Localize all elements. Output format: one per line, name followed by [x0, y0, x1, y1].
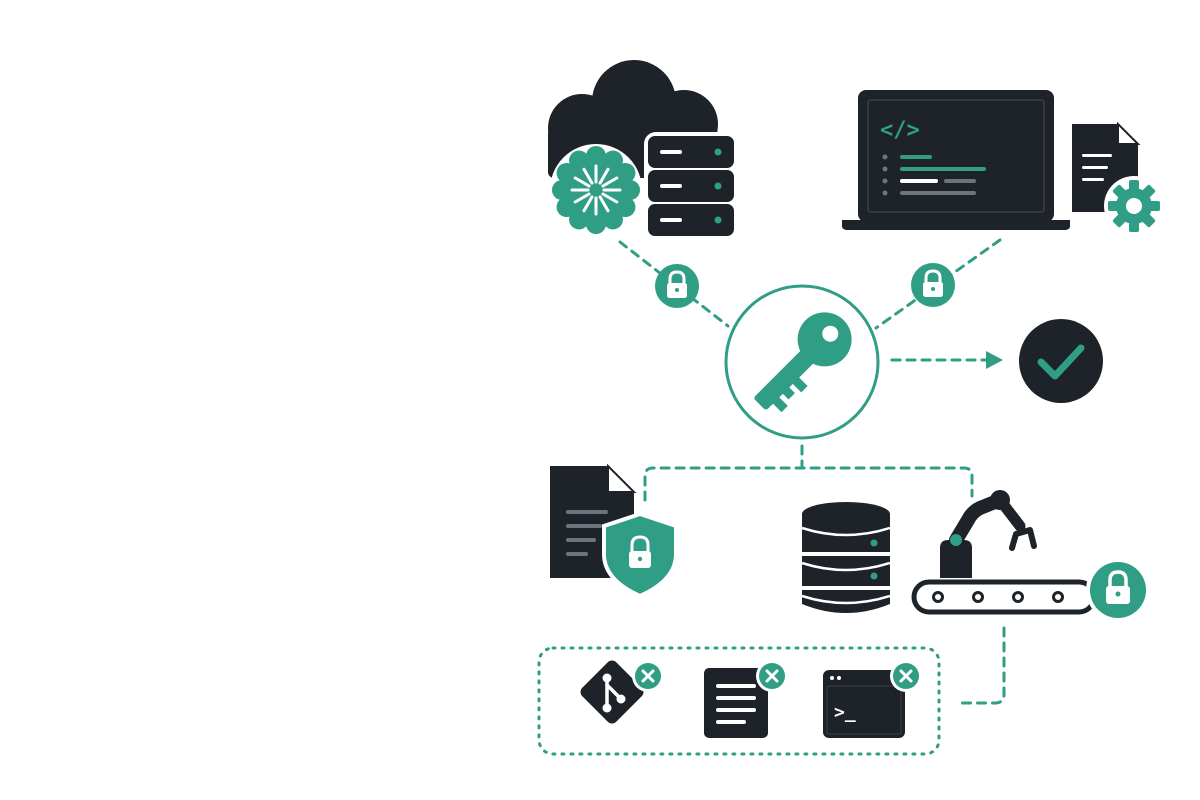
- protected-document-group: [550, 463, 678, 599]
- automation-group: [911, 490, 1150, 622]
- burst-ray: [582, 195, 594, 213]
- shield-lock-icon: [602, 511, 678, 599]
- git-icon: [580, 660, 664, 724]
- database-icon: [801, 502, 891, 613]
- workstation-group: </>: [842, 90, 1164, 236]
- burst-ray: [582, 167, 594, 185]
- badge-scallop: [615, 197, 636, 217]
- padlock-icon: [1086, 558, 1150, 622]
- gear-badge-icon: [550, 144, 642, 236]
- badge-scallop: [586, 146, 606, 166]
- terminal-prompt: >_: [834, 702, 856, 723]
- badge-scallop: [569, 209, 589, 230]
- badge-scallop: [615, 163, 636, 183]
- lock-badge-left: [655, 264, 699, 308]
- blocked-sources-group: >_: [537, 646, 941, 756]
- burst-ray: [598, 195, 610, 213]
- badge-scallop: [586, 214, 606, 234]
- checkmark-icon: [1019, 319, 1103, 403]
- badge-scallop: [556, 197, 577, 217]
- laptop-icon: </>: [842, 90, 1070, 230]
- badge-scallop: [603, 150, 623, 171]
- code-lines: [882, 154, 986, 196]
- badge-scallop: [620, 180, 640, 200]
- cloud-server-group: [548, 60, 738, 242]
- x-badge-icon: [632, 660, 664, 692]
- connector-conveyor-to-blocked: [956, 626, 1006, 705]
- code-brackets-icon: </>: [880, 118, 920, 143]
- badge-scallop: [556, 163, 577, 183]
- x-badge-icon: [756, 660, 788, 692]
- burst-ray: [601, 176, 619, 188]
- badge-scallop: [552, 180, 572, 200]
- burst-ray: [601, 192, 619, 204]
- key-hub: [724, 284, 880, 440]
- burst-ray: [573, 192, 591, 204]
- burst-ray: [573, 176, 591, 188]
- server-rack-icon: [644, 132, 738, 242]
- lock-badge-right: [911, 263, 955, 307]
- burst-ray: [598, 167, 610, 185]
- gear-icon: [1104, 176, 1164, 236]
- blocked-sources-frame: [537, 646, 941, 756]
- conveyor-belt-icon: [911, 579, 1097, 615]
- arrowhead-to-check: [986, 351, 1003, 369]
- x-badge-icon: [890, 660, 922, 692]
- terminal-icon: >_: [823, 660, 922, 738]
- key-icon: [754, 312, 852, 413]
- connector-branch-bottom: [643, 466, 974, 502]
- text-file-icon: [704, 660, 788, 738]
- badge-scallop: [603, 209, 623, 230]
- robotic-arm-icon: [940, 490, 1037, 578]
- badge-scallop: [569, 150, 589, 171]
